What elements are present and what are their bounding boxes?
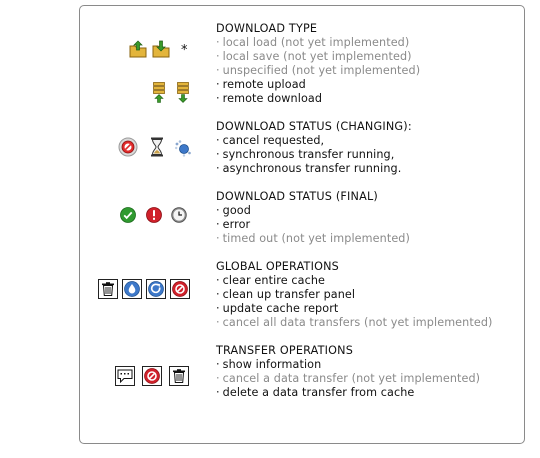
bullet: · bbox=[216, 134, 220, 147]
legend-item: ·cancel requested, bbox=[216, 134, 526, 148]
legend-item-text: clear entire cache bbox=[222, 274, 326, 287]
legend-item: ·good bbox=[216, 204, 526, 218]
legend-item: ·local save (not yet implemented) bbox=[216, 50, 526, 64]
folder-download-icon bbox=[152, 40, 170, 58]
hourglass-icon bbox=[151, 137, 163, 157]
section-heading: TRANSFER OPERATIONS bbox=[216, 344, 354, 357]
bullet: · bbox=[216, 302, 220, 315]
legend-item: ·cancel a data transfer (not yet impleme… bbox=[216, 372, 526, 386]
legend-item: ·remote download bbox=[216, 92, 526, 106]
legend-item-text: cancel a data transfer (not yet implemen… bbox=[222, 372, 481, 385]
section-download-status-final: DOWNLOAD STATUS (FINAL) ·good·error·time… bbox=[216, 190, 526, 246]
checkmark-icon bbox=[120, 207, 136, 223]
legend-item: ·unspecified (not yet implemented) bbox=[216, 64, 526, 78]
section-transfer-operations: TRANSFER OPERATIONS ·show information·ca… bbox=[216, 344, 526, 400]
clear-cache-button[interactable] bbox=[98, 279, 118, 299]
section-heading: DOWNLOAD STATUS (FINAL) bbox=[216, 190, 378, 203]
bullet: · bbox=[216, 288, 220, 301]
clean-up-transfer-panel-button[interactable] bbox=[122, 279, 142, 299]
bullet: · bbox=[216, 232, 220, 245]
section-list: ·good·error·timed out (not yet implement… bbox=[216, 204, 526, 246]
cleanup-drop-icon bbox=[124, 281, 140, 297]
section-download-status-changing: DOWNLOAD STATUS (CHANGING): ·cancel requ… bbox=[216, 120, 526, 176]
legend-item: ·cancel all data transfers (not yet impl… bbox=[216, 316, 526, 330]
legend-item-text: asynchronous transfer running. bbox=[222, 162, 402, 175]
legend-item-text: clean up transfer panel bbox=[222, 288, 356, 301]
legend-item: ·synchronous transfer running, bbox=[216, 148, 526, 162]
legend-item: ·remote upload bbox=[216, 78, 526, 92]
section-heading: DOWNLOAD STATUS (CHANGING): bbox=[216, 120, 412, 133]
legend-item-text: local save (not yet implemented) bbox=[222, 50, 412, 63]
bullet: · bbox=[216, 372, 220, 385]
bullet: · bbox=[216, 316, 220, 329]
section-heading: GLOBAL OPERATIONS bbox=[216, 260, 339, 273]
legend-item: ·update cache report bbox=[216, 302, 526, 316]
async-running-icon bbox=[175, 140, 191, 157]
bullet: · bbox=[216, 148, 220, 161]
section-list: ·show information·cancel a data transfer… bbox=[216, 358, 526, 400]
section-heading: DOWNLOAD TYPE bbox=[216, 22, 318, 35]
bullet: · bbox=[216, 386, 220, 399]
legend-item-text: local load (not yet implemented) bbox=[222, 36, 410, 49]
section-list: ·cancel requested,·synchronous transfer … bbox=[216, 134, 526, 176]
remote-download-icon bbox=[177, 82, 189, 103]
cancel-icon bbox=[172, 281, 188, 297]
legend-item: ·error bbox=[216, 218, 526, 232]
info-speech-bubble-icon bbox=[117, 369, 133, 383]
delete-transfer-button[interactable] bbox=[169, 366, 189, 386]
trash-icon bbox=[102, 282, 114, 296]
legend-item-text: unspecified (not yet implemented) bbox=[222, 64, 421, 77]
legend-item-text: remote download bbox=[222, 92, 323, 105]
legend-item-text: synchronous transfer running, bbox=[222, 148, 395, 161]
section-list: ·clear entire cache·clean up transfer pa… bbox=[216, 274, 526, 330]
cancel-all-transfers-button[interactable] bbox=[170, 279, 190, 299]
legend-item: ·local load (not yet implemented) bbox=[216, 36, 526, 50]
bullet: · bbox=[216, 92, 220, 105]
section-list: ·local load (not yet implemented)·local … bbox=[216, 36, 526, 106]
bullet: · bbox=[216, 358, 220, 371]
folder-upload-icon bbox=[129, 40, 147, 58]
show-information-button[interactable] bbox=[115, 366, 135, 386]
legend-item-text: show information bbox=[222, 358, 322, 371]
legend-item: ·timed out (not yet implemented) bbox=[216, 232, 526, 246]
legend-item-text: remote upload bbox=[222, 78, 306, 91]
section-download-type: DOWNLOAD TYPE ·local load (not yet imple… bbox=[216, 22, 526, 106]
bullet: · bbox=[216, 64, 220, 77]
bullet: · bbox=[216, 50, 220, 63]
update-cache-report-button[interactable] bbox=[146, 279, 166, 299]
bullet: · bbox=[216, 204, 220, 217]
legend-item-text: delete a data transfer from cache bbox=[222, 386, 415, 399]
legend-item-text: timed out (not yet implemented) bbox=[222, 232, 410, 245]
asterisk-icon: * bbox=[181, 43, 188, 58]
bullet: · bbox=[216, 218, 220, 231]
legend-item: ·asynchronous transfer running. bbox=[216, 162, 526, 176]
bullet: · bbox=[216, 162, 220, 175]
bullet: · bbox=[216, 78, 220, 91]
legend-item: ·show information bbox=[216, 358, 526, 372]
legend-item: ·clean up transfer panel bbox=[216, 288, 526, 302]
legend-item: ·clear entire cache bbox=[216, 274, 526, 288]
cancel-transfer-button[interactable] bbox=[142, 366, 162, 386]
bullet: · bbox=[216, 36, 220, 49]
refresh-icon bbox=[148, 281, 164, 297]
cancel-icon bbox=[144, 368, 160, 384]
clock-icon bbox=[171, 207, 187, 223]
section-global-operations: GLOBAL OPERATIONS ·clear entire cache·cl… bbox=[216, 260, 526, 330]
error-icon bbox=[146, 207, 162, 223]
legend-item-text: update cache report bbox=[222, 302, 339, 315]
remote-upload-icon bbox=[153, 82, 165, 103]
legend-item-text: error bbox=[222, 218, 251, 231]
legend-item-text: good bbox=[222, 204, 251, 217]
legend-item: ·delete a data transfer from cache bbox=[216, 386, 526, 400]
bullet: · bbox=[216, 274, 220, 287]
legend-item-text: cancel requested, bbox=[222, 134, 325, 147]
cancel-requested-icon bbox=[118, 137, 138, 157]
trash-icon bbox=[173, 369, 185, 383]
legend-item-text: cancel all data transfers (not yet imple… bbox=[222, 316, 493, 329]
